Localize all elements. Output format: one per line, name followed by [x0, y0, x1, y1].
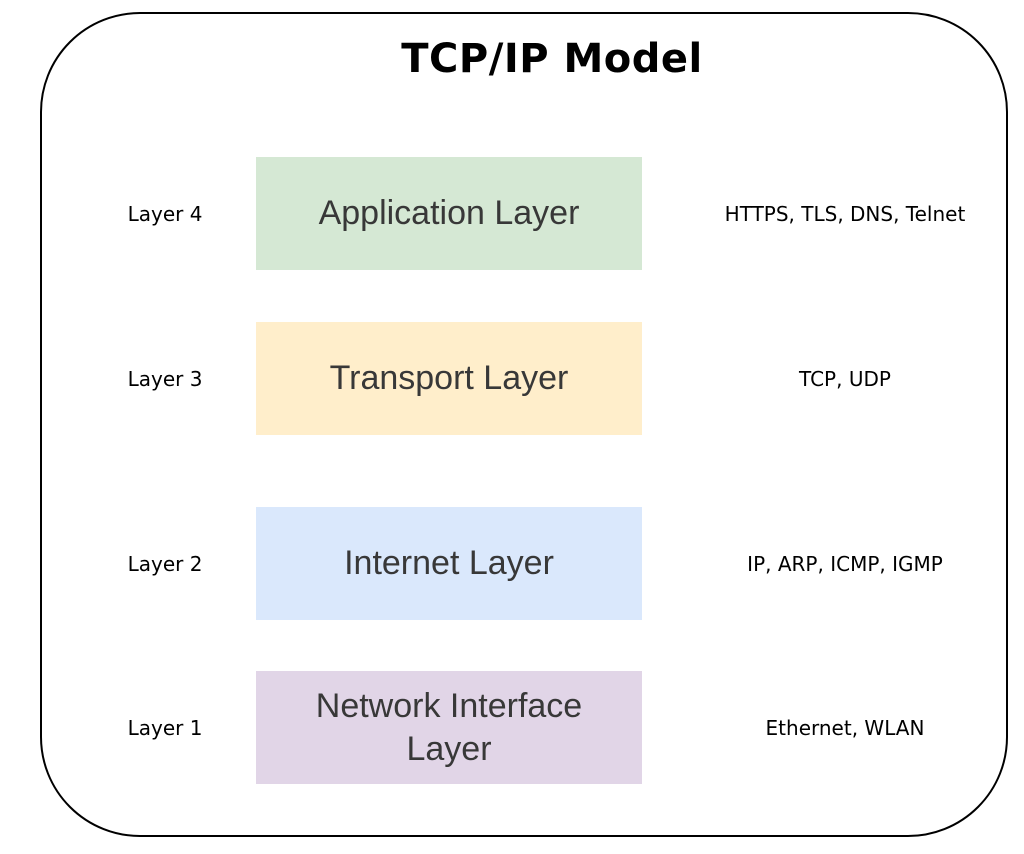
diagram-rounded-border	[40, 12, 1008, 837]
layer-row-application: Layer 4 Application Layer HTTPS, TLS, DN…	[0, 157, 1024, 270]
layer-name: Application Layer	[318, 194, 580, 233]
internet-layer-box: Internet Layer	[256, 507, 642, 620]
layer-protocols: HTTPS, TLS, DNS, Telnet	[724, 201, 966, 226]
layer-protocols: IP, ARP, ICMP, IGMP	[747, 551, 943, 576]
layer-row-network-interface: Layer 1 Network Interface Layer Ethernet…	[0, 671, 1024, 784]
layer-number-label: Layer 4	[127, 201, 203, 226]
layer-row-internet: Layer 2 Internet Layer IP, ARP, ICMP, IG…	[0, 507, 1024, 620]
layer-row-transport: Layer 3 Transport Layer TCP, UDP	[0, 322, 1024, 435]
application-layer-box: Application Layer	[256, 157, 642, 270]
layer-name: Network Interface Layer	[315, 687, 583, 768]
network-interface-layer-box: Network Interface Layer	[256, 671, 642, 784]
layer-name: Transport Layer	[329, 359, 569, 398]
transport-layer-box: Transport Layer	[256, 322, 642, 435]
diagram-title: TCP/IP Model	[401, 36, 703, 82]
layer-protocols: TCP, UDP	[799, 366, 891, 391]
layer-number-label: Layer 3	[127, 366, 203, 391]
layer-number-label: Layer 2	[127, 551, 203, 576]
layer-name: Internet Layer	[344, 544, 554, 583]
layer-protocols: Ethernet, WLAN	[765, 715, 925, 740]
layer-number-label: Layer 1	[127, 715, 203, 740]
